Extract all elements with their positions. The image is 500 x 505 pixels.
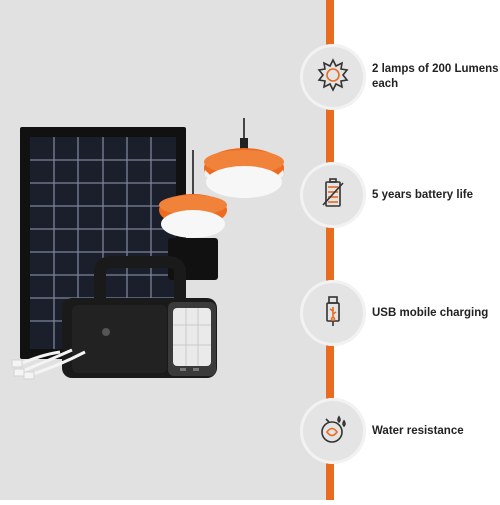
usb-icon (315, 293, 351, 334)
feature-label: 5 years battery life (372, 189, 474, 201)
feature-battery: 5 years battery life (300, 162, 500, 232)
feature-badge (300, 162, 366, 228)
feature-label: Water resistance (372, 425, 464, 437)
feature-label: USB mobile charging (372, 307, 489, 319)
sun-icon (315, 57, 351, 98)
usb-cables (11, 348, 86, 380)
hanging-lamp (204, 138, 284, 198)
feature-water: Water resistance (300, 398, 500, 468)
orange-divider (326, 0, 334, 500)
battery-icon (315, 175, 351, 216)
water-drop-icon (315, 411, 351, 452)
solar-kit-illustration (11, 118, 284, 380)
feature-badge (300, 398, 366, 464)
feature-badge (300, 44, 366, 110)
feature-label: 2 lamps of 200 Lumens each (372, 63, 499, 90)
feature-lumens: 2 lamps of 200 Lumens each (300, 44, 500, 114)
battery-unit (62, 298, 217, 378)
hanging-lamp (159, 194, 227, 238)
product-image-area (0, 0, 330, 500)
feature-badge (300, 280, 366, 346)
feature-usb: USB mobile charging (300, 280, 500, 350)
